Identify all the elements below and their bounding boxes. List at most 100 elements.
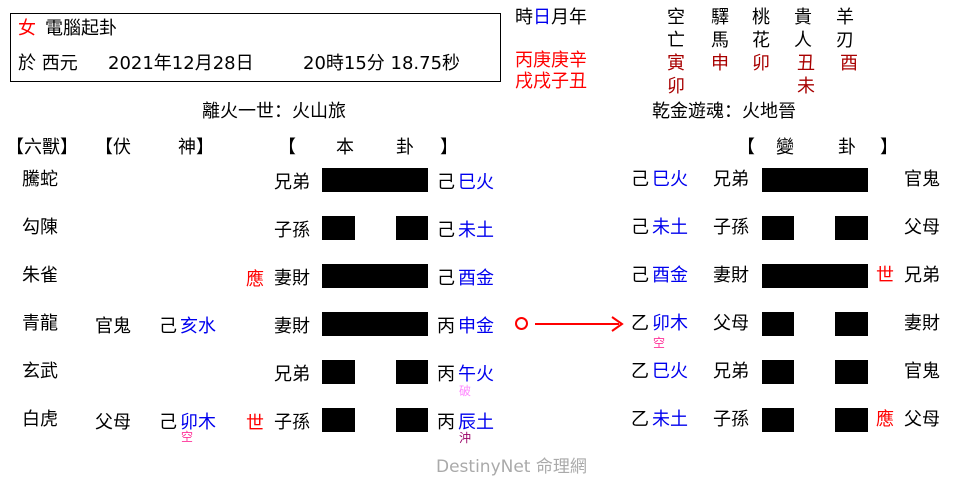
shensha-guiren-2: 人 — [794, 30, 812, 51]
moving-line-circle-icon — [515, 317, 528, 330]
fushen-relation: 父母 — [95, 412, 131, 433]
yang-line — [322, 168, 428, 192]
arrow-head-icon — [611, 316, 624, 332]
shi-marker: 世 — [876, 265, 894, 286]
header-bengua-open: 【 — [278, 137, 296, 158]
beast: 勾陳 — [22, 217, 58, 238]
changed-branch: 未土 — [652, 409, 688, 430]
stem: 己 — [437, 220, 455, 241]
header-biangua-1: 變 — [776, 137, 794, 158]
changed-branch: 巳火 — [652, 169, 688, 190]
changed-relation: 兄弟 — [713, 361, 749, 382]
header-fushen-left: 【伏 — [95, 137, 131, 158]
pillar-hour: 時 — [515, 7, 533, 28]
fushen-stem: 己 — [159, 316, 177, 337]
stem: 己 — [437, 268, 455, 289]
yin-line-left — [322, 216, 355, 240]
chong-marker: 沖 — [459, 431, 472, 445]
shensha-guiren-1: 貴 — [794, 7, 812, 28]
changed-branch: 未土 — [652, 217, 688, 238]
shensha-yangren-2: 刃 — [836, 30, 854, 51]
yin-line-left — [322, 408, 355, 432]
po-marker: 破 — [459, 384, 472, 398]
shensha-taohua-2: 花 — [752, 30, 770, 51]
header-biangua-close: 】 — [880, 137, 898, 158]
date-prefix: 於 西元 — [18, 53, 78, 74]
changed-relation: 子孫 — [713, 217, 749, 238]
relation: 子孫 — [274, 412, 310, 433]
gender-label: 女 — [18, 18, 36, 39]
shensha-yima-2: 馬 — [711, 30, 729, 51]
fushen-branch: 亥水 — [180, 316, 216, 337]
branch: 申金 — [458, 316, 494, 337]
branch: 辰土 — [458, 412, 494, 433]
changed-stem: 己 — [631, 169, 649, 190]
info-box — [10, 13, 501, 82]
relation: 妻財 — [274, 268, 310, 289]
changed-gua-title: 乾金遊魂：火地晉 — [652, 101, 796, 122]
relation: 妻財 — [274, 316, 310, 337]
changed-branch: 卯木 — [652, 313, 688, 334]
stem: 丙 — [437, 316, 455, 337]
pillar-header: 時日月年 — [515, 7, 587, 29]
branch: 酉金 — [458, 268, 494, 289]
changed-yin-line-left — [762, 360, 794, 384]
branch: 午火 — [458, 364, 494, 385]
branch: 未土 — [458, 220, 494, 241]
header-fushen-right: 神】 — [178, 137, 214, 158]
shensha-yima-1: 驛 — [711, 7, 729, 28]
changed-relation-palace: 官鬼 — [904, 169, 940, 190]
stem: 丙 — [437, 412, 455, 433]
beast: 白虎 — [22, 409, 58, 430]
shensha-kongwang-val1: 寅 — [667, 53, 685, 74]
stem: 己 — [437, 172, 455, 193]
changed-relation: 妻財 — [713, 265, 749, 286]
relation: 子孫 — [274, 220, 310, 241]
pillar-stems: 丙庚庚辛 — [515, 50, 587, 71]
method-title: 電腦起卦 — [45, 18, 117, 39]
yang-line — [322, 264, 428, 288]
pillar-day: 日 — [533, 7, 551, 28]
date-value: 2021年12月28日 — [108, 53, 254, 74]
changed-stem: 乙 — [631, 361, 649, 382]
fushen-branch: 卯木 — [180, 412, 216, 433]
kong-marker: 空 — [181, 430, 194, 444]
watermark: DestinyNet 命理網 — [436, 457, 587, 477]
change-arrow-icon — [535, 323, 619, 325]
changed-relation-palace: 父母 — [904, 409, 940, 430]
shensha-guiren-val1: 丑 — [797, 53, 815, 74]
changed-relation-palace: 父母 — [904, 217, 940, 238]
changed-branch: 巳火 — [652, 361, 688, 382]
yin-line-right — [396, 408, 428, 432]
yang-line — [322, 312, 428, 336]
time-value: 20時15分 18.75秒 — [303, 53, 461, 74]
changed-yang-line — [762, 168, 868, 192]
header-bengua-1: 本 — [336, 137, 354, 158]
changed-relation: 子孫 — [713, 409, 749, 430]
yin-line-right — [396, 216, 428, 240]
changed-stem: 乙 — [631, 313, 649, 334]
changed-yin-line-right — [835, 312, 868, 336]
shensha-yangren-val1: 酉 — [840, 53, 858, 74]
fushen-stem: 己 — [159, 412, 177, 433]
shensha-yangren-1: 羊 — [836, 7, 854, 28]
kong-marker: 空 — [653, 336, 666, 350]
shi-marker: 世 — [246, 413, 264, 434]
stem: 丙 — [437, 364, 455, 385]
shensha-taohua-val1: 卯 — [752, 53, 770, 74]
changed-yang-line — [762, 264, 868, 288]
changed-yin-line-left — [762, 408, 794, 432]
yin-line-right — [396, 360, 428, 384]
shensha-kongwang-val2: 卯 — [667, 76, 685, 97]
yin-line-left — [322, 360, 355, 384]
main-gua-title: 離火一世：火山旅 — [202, 101, 346, 122]
header-liushou: 【六獸】 — [6, 137, 78, 158]
changed-relation-palace: 官鬼 — [904, 361, 940, 382]
beast: 騰蛇 — [22, 169, 58, 190]
changed-yin-line-right — [835, 216, 868, 240]
relation: 兄弟 — [274, 364, 310, 385]
changed-relation-palace: 妻財 — [904, 313, 940, 334]
shensha-yima-val1: 申 — [711, 53, 729, 74]
changed-stem: 己 — [631, 265, 649, 286]
changed-yin-line-right — [835, 408, 868, 432]
